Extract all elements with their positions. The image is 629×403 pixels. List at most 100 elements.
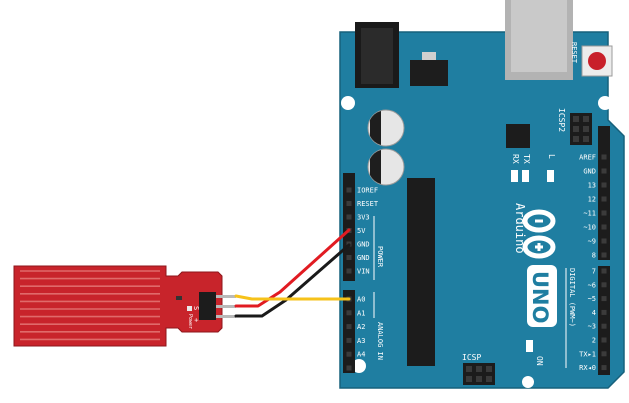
digital-pin-hole[interactable] bbox=[601, 196, 607, 202]
analog-pin-label: A2 bbox=[357, 323, 365, 331]
digital-pin-hole[interactable] bbox=[601, 238, 607, 244]
header-pin bbox=[476, 366, 482, 372]
tx-led bbox=[522, 170, 529, 182]
digital-group-label: DIGITAL (PWM~) bbox=[568, 268, 576, 327]
header-pin bbox=[476, 376, 482, 382]
power-group-label: POWER bbox=[376, 246, 384, 268]
digital-pin-hole[interactable] bbox=[601, 210, 607, 216]
digital-pin-label: RX◂0 bbox=[579, 364, 596, 372]
digital-pin-hole[interactable] bbox=[601, 168, 607, 174]
arduino-uno-board: RESET ICSP2 ICSP RX TX L ON bbox=[339, 0, 625, 389]
sensor-traces bbox=[20, 270, 160, 341]
analog-pin-label: A3 bbox=[357, 337, 365, 345]
power-pin-label: GND bbox=[357, 254, 370, 262]
power-pin-label: 3V3 bbox=[357, 214, 370, 222]
l-led bbox=[547, 170, 554, 182]
water-level-sensor: S + Power bbox=[13, 265, 236, 347]
analog-pin-hole[interactable] bbox=[346, 365, 352, 371]
sensor-pin-label-plus: + bbox=[192, 318, 200, 322]
header-pin bbox=[583, 136, 589, 142]
digital-pin-hole[interactable] bbox=[601, 154, 607, 160]
sensor-pin-plus bbox=[216, 305, 236, 308]
mounting-hole bbox=[341, 96, 355, 110]
dc-power-jack bbox=[355, 22, 399, 88]
icsp2-label: ICSP2 bbox=[557, 108, 566, 132]
rx-label: RX bbox=[511, 154, 520, 164]
digital-pin-hole[interactable] bbox=[601, 252, 607, 258]
model-label: UNO bbox=[528, 271, 552, 323]
sensor-chip bbox=[176, 296, 182, 300]
analog-pin-hole[interactable] bbox=[346, 310, 352, 316]
digital-pin-hole[interactable] bbox=[601, 351, 607, 357]
capacitor bbox=[367, 148, 405, 186]
header-pin bbox=[573, 126, 579, 132]
usb-chip bbox=[506, 124, 530, 148]
header-pin bbox=[466, 376, 472, 382]
analog-pin-label: A4 bbox=[357, 351, 365, 359]
digital-header-bottom bbox=[598, 266, 610, 375]
digital-pin-label: ~11 bbox=[583, 210, 596, 218]
analog-pin-label: A0 bbox=[357, 296, 365, 304]
on-led bbox=[526, 340, 533, 352]
analog-pin-hole[interactable] bbox=[346, 351, 352, 357]
digital-pin-hole[interactable] bbox=[601, 323, 607, 329]
capacitor bbox=[367, 109, 405, 147]
brand-label: Arduino bbox=[513, 203, 527, 254]
uno-badge: UNO bbox=[527, 265, 557, 327]
digital-pin-hole[interactable] bbox=[601, 182, 607, 188]
digital-pin-hole[interactable] bbox=[601, 224, 607, 230]
power-pin-label: RESET bbox=[357, 200, 379, 208]
yellow-wire bbox=[234, 294, 351, 301]
black-wire bbox=[234, 243, 351, 318]
usb-port bbox=[505, 0, 573, 80]
icsp-header bbox=[463, 363, 495, 385]
icsp-label: ICSP bbox=[462, 353, 481, 362]
sensor-pin-s bbox=[216, 295, 236, 298]
mounting-hole bbox=[352, 359, 366, 373]
l-label: L bbox=[547, 154, 556, 159]
analog-pin-hole[interactable] bbox=[346, 337, 352, 343]
digital-pin-label: ~3 bbox=[588, 323, 596, 331]
header-pin bbox=[466, 366, 472, 372]
power-pin-hole[interactable] bbox=[346, 201, 352, 206]
sensor-pin-minus bbox=[216, 315, 236, 318]
power-pin-hole[interactable] bbox=[346, 268, 352, 274]
digital-pin-hole[interactable] bbox=[601, 268, 607, 274]
digital-pin-label: TX▸1 bbox=[579, 350, 596, 358]
digital-pin-label: 2 bbox=[592, 337, 596, 345]
power-pin-hole[interactable] bbox=[346, 255, 352, 260]
sensor-pin-label-s: S bbox=[192, 306, 200, 310]
digital-pin-label: 4 bbox=[592, 309, 596, 317]
digital-pin-label: AREF bbox=[579, 154, 596, 162]
atmega-chip bbox=[407, 178, 435, 366]
header-pin bbox=[573, 136, 579, 142]
analog-pin-label: A5 bbox=[357, 365, 365, 373]
rx-led bbox=[511, 170, 518, 182]
sensor-connector bbox=[199, 292, 216, 320]
header-pin bbox=[583, 126, 589, 132]
digital-pin-hole[interactable] bbox=[601, 309, 607, 315]
digital-pin-hole[interactable] bbox=[601, 296, 607, 302]
digital-pin-label: 13 bbox=[588, 182, 596, 190]
digital-pin-label: 7 bbox=[592, 268, 596, 276]
header-pin bbox=[486, 376, 492, 382]
analog-pin-hole[interactable] bbox=[346, 324, 352, 330]
icsp2-header bbox=[570, 113, 592, 145]
digital-pin-label: ~5 bbox=[588, 295, 596, 303]
wires bbox=[234, 228, 351, 318]
digital-pin-label: 12 bbox=[588, 196, 596, 204]
digital-pin-hole[interactable] bbox=[601, 337, 607, 343]
power-led bbox=[187, 306, 192, 311]
digital-pin-label: 8 bbox=[592, 252, 596, 260]
digital-pin-hole[interactable] bbox=[601, 282, 607, 288]
power-pin-hole[interactable] bbox=[346, 187, 352, 193]
power-pin-hole[interactable] bbox=[346, 214, 352, 220]
reset-button[interactable] bbox=[581, 45, 613, 77]
digital-pin-hole[interactable] bbox=[601, 365, 607, 371]
digital-pin-label: GND bbox=[583, 168, 596, 176]
digital-pin-label: ~9 bbox=[588, 238, 596, 246]
header-pin bbox=[583, 116, 589, 122]
on-label: ON bbox=[535, 356, 544, 366]
tx-label: TX bbox=[522, 154, 531, 164]
